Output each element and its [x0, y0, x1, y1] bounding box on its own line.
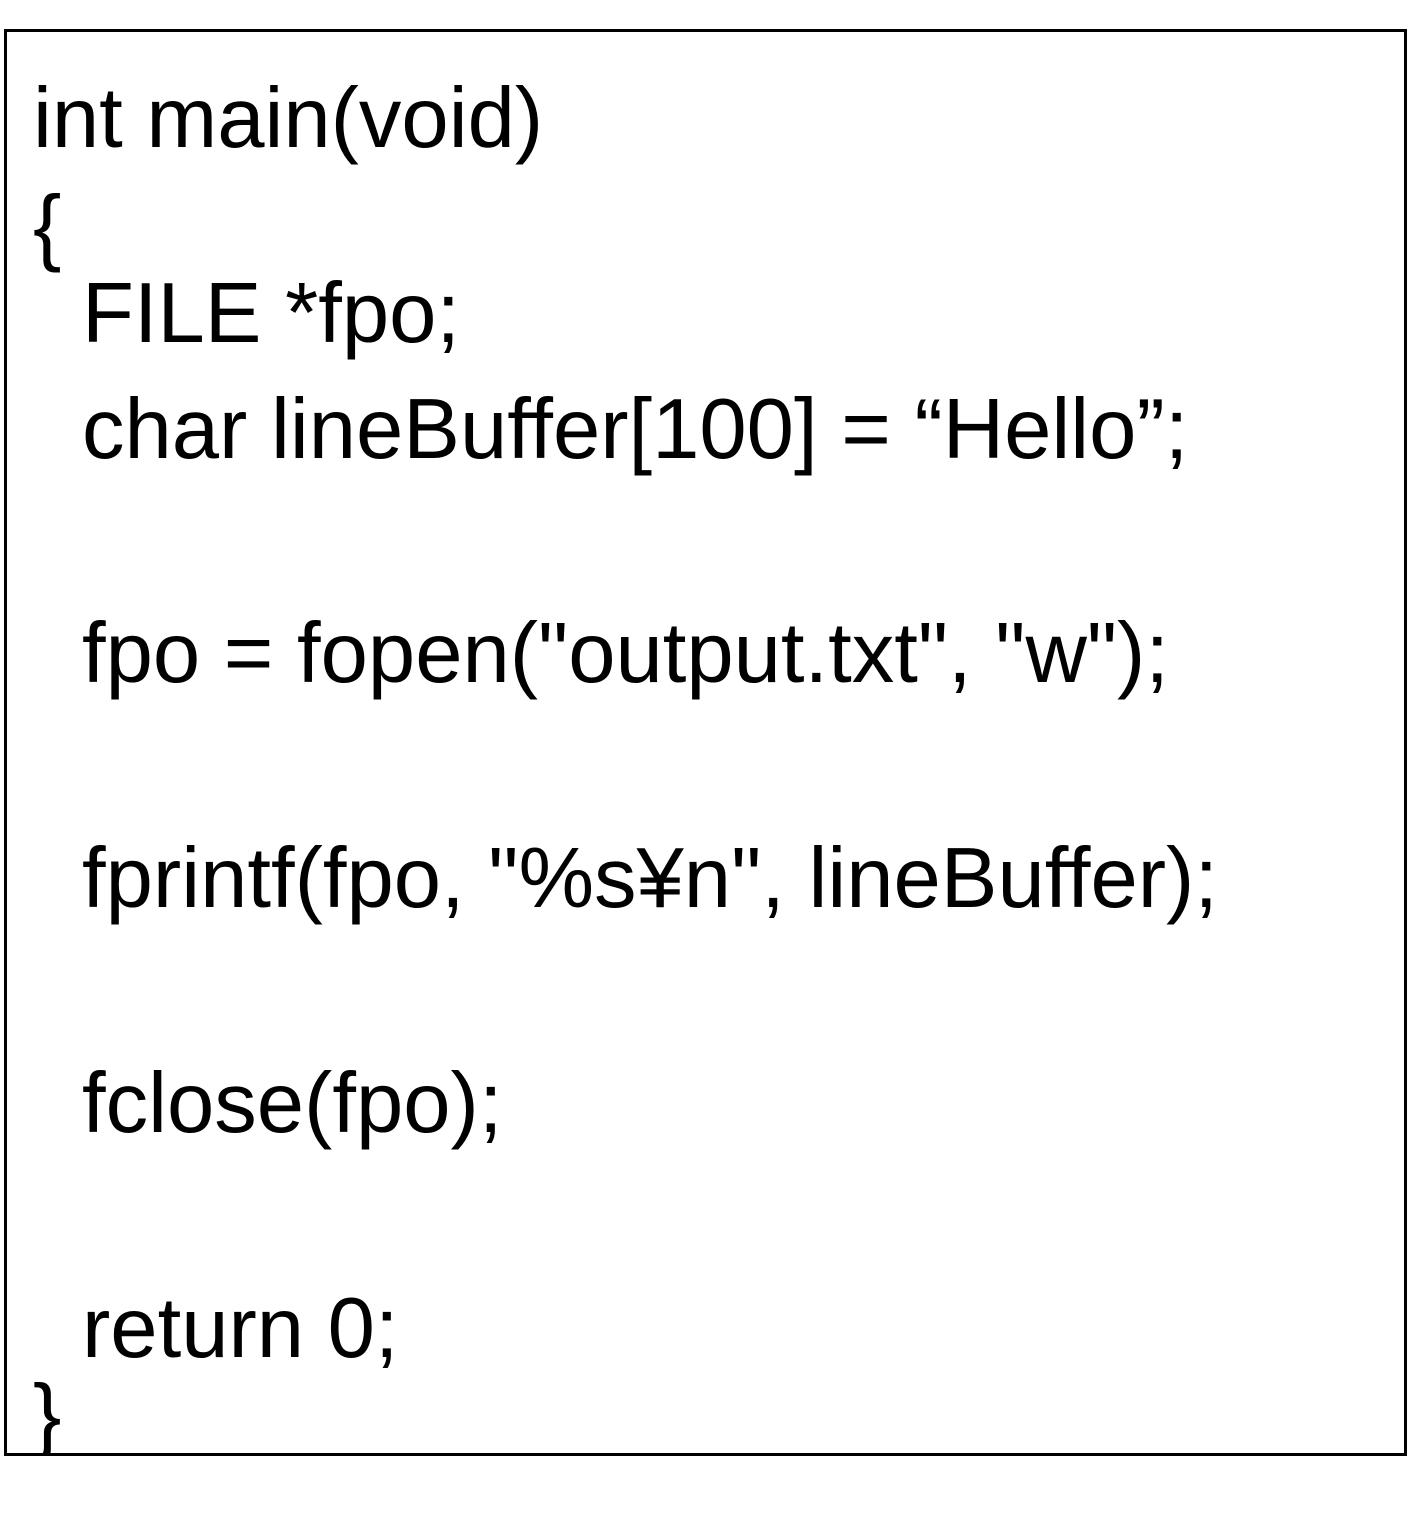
code-line-fopen-call: fpo = fopen("output.txt", "w"); [82, 606, 1169, 701]
code-line-file-declaration: FILE *fpo; [82, 266, 460, 361]
code-snippet-box: int main(void) { FILE *fpo; char lineBuf… [4, 29, 1407, 1456]
code-line-open-brace: { [33, 179, 62, 274]
code-line-fclose-call: fclose(fpo); [82, 1056, 503, 1151]
code-line-function-signature: int main(void) [33, 71, 544, 166]
code-line-fprintf-call: fprintf(fpo, "%s¥n", lineBuffer); [82, 831, 1218, 926]
code-line-close-brace: } [33, 1368, 62, 1456]
code-line-buffer-declaration: char lineBuffer[100] = “Hello”; [82, 382, 1189, 477]
code-line-return-statement: return 0; [82, 1281, 399, 1376]
